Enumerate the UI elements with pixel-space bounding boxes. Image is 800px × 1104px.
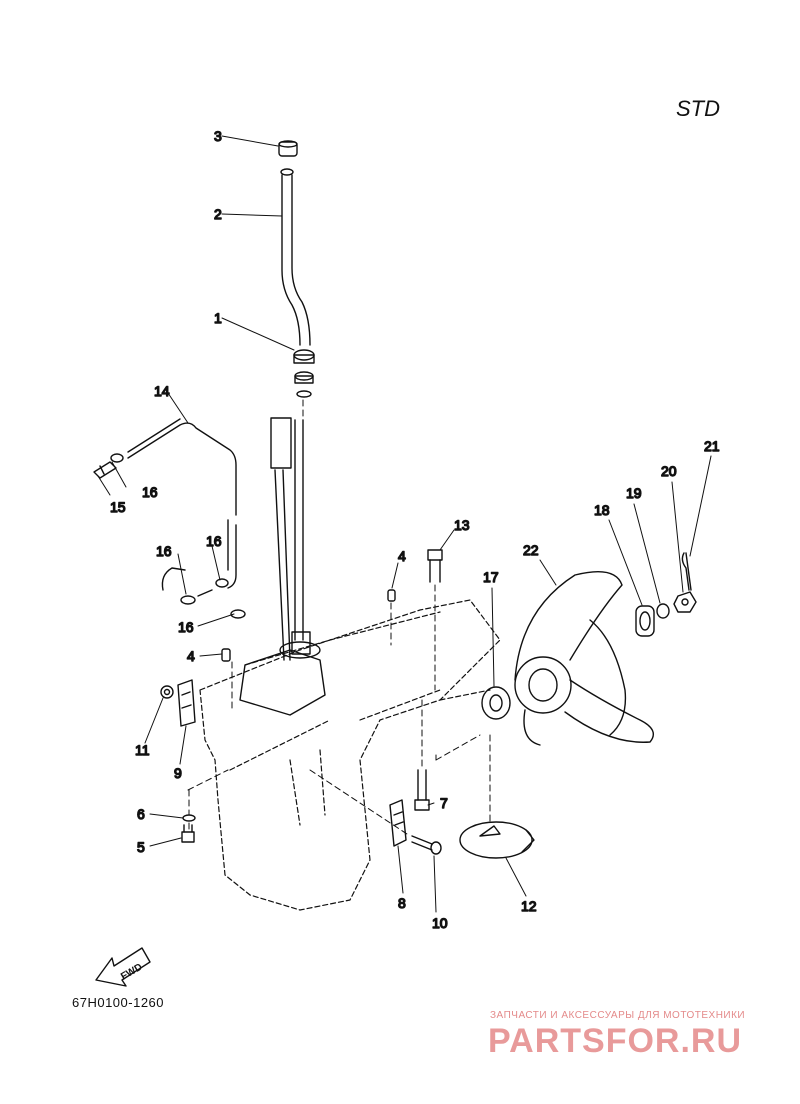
- callout-17: 17: [483, 569, 499, 585]
- nipple-fitting: [93, 461, 117, 479]
- bolt-5: [181, 824, 195, 843]
- hose: [127, 418, 237, 589]
- callout-16-left: 16: [156, 543, 172, 559]
- callout-10: 10: [432, 915, 448, 931]
- callout-6: 6: [137, 806, 145, 822]
- nut-11: [160, 685, 174, 699]
- callout-9: 9: [174, 765, 182, 781]
- callout-14: 14: [154, 383, 170, 399]
- callout-22: 22: [523, 542, 539, 558]
- drive-shaft: [270, 417, 304, 661]
- callout-4-left: 4: [187, 648, 195, 664]
- watermark-tagline: ЗАПЧАСТИ И АКСЕССУАРЫ ДЛЯ МОТОТЕХНИКИ: [490, 1010, 746, 1021]
- callout-3: 3: [214, 128, 222, 144]
- callout-2: 2: [214, 206, 222, 222]
- spacer-18: [635, 605, 655, 637]
- part-code: 67H0100-1260: [72, 995, 165, 1010]
- callout-4-top: 4: [398, 548, 406, 564]
- callout-21: 21: [704, 438, 720, 454]
- dowel-pins: [221, 589, 396, 662]
- washer-6: [182, 814, 196, 822]
- washer-19: [656, 603, 670, 619]
- thrust-washer-17: [481, 686, 511, 720]
- lower-casing-outline: [199, 599, 501, 911]
- callout-7: 7: [440, 795, 448, 811]
- grommet-set: [293, 349, 315, 398]
- callout-18: 18: [594, 502, 610, 518]
- callout-19: 19: [626, 485, 642, 501]
- callout-8: 8: [398, 895, 406, 911]
- leader-lines: [97, 135, 712, 913]
- water-tube: [280, 168, 311, 346]
- callout-12: 12: [521, 898, 537, 914]
- anode-plate-9: [177, 679, 196, 727]
- watermark-brand: PARTSFOR.RU: [488, 1022, 743, 1060]
- screw-10: [411, 835, 442, 855]
- variant-label: STD: [676, 96, 720, 121]
- propeller: [514, 571, 654, 746]
- bolt-7: [414, 769, 430, 811]
- callout-15: 15: [110, 499, 126, 515]
- callout-5: 5: [137, 839, 145, 855]
- anode-12: [459, 821, 535, 859]
- water-pump-housing: [239, 631, 326, 716]
- fwd-arrow-icon: FWD: [95, 947, 151, 987]
- bolt-13: [427, 549, 443, 583]
- callout-16-top: 16: [142, 484, 158, 500]
- trim-tab-8: [389, 799, 407, 847]
- assembly-guide-lines: [187, 399, 491, 837]
- prop-nut-20: [673, 591, 697, 613]
- callout-13: 13: [454, 517, 470, 533]
- callout-1: 1: [214, 310, 222, 326]
- tube-cap: [278, 140, 298, 157]
- callout-16-lower: 16: [178, 619, 194, 635]
- hose-clips: [110, 453, 246, 619]
- callout-20: 20: [661, 463, 677, 479]
- callout-11: 11: [135, 742, 150, 758]
- callout-16-right: 16: [206, 533, 222, 549]
- cotter-pin-21: [681, 552, 692, 591]
